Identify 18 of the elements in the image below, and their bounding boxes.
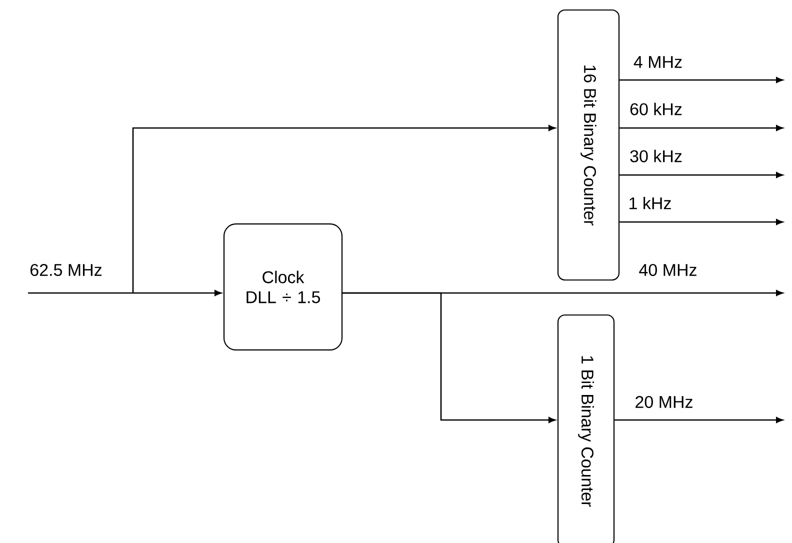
- block-box: 1 Bit Binary Counter: [557, 314, 615, 543]
- edge-label: 62.5 MHz: [30, 264, 102, 276]
- arrow: [614, 417, 784, 423]
- edge-label: 1 kHz: [630, 196, 671, 210]
- block-box: 16 Bit Binary Counter: [557, 9, 620, 281]
- edge-label: 20 MHz: [636, 396, 692, 408]
- arrow: [620, 219, 784, 225]
- arrow: [620, 125, 784, 131]
- arrow: [342, 292, 556, 423]
- arrow: [620, 172, 784, 178]
- block-box: Clock DLL ÷ 1.5: [223, 223, 343, 351]
- arrow: [28, 290, 222, 296]
- edge-label: 30 kHz: [630, 150, 682, 162]
- arrow: [132, 125, 556, 293]
- arrow: [620, 77, 784, 83]
- edge-label: 60 kHz: [630, 102, 682, 116]
- edge-label: 40 MHz: [639, 264, 696, 276]
- edge-label: 4 MHz: [634, 56, 682, 68]
